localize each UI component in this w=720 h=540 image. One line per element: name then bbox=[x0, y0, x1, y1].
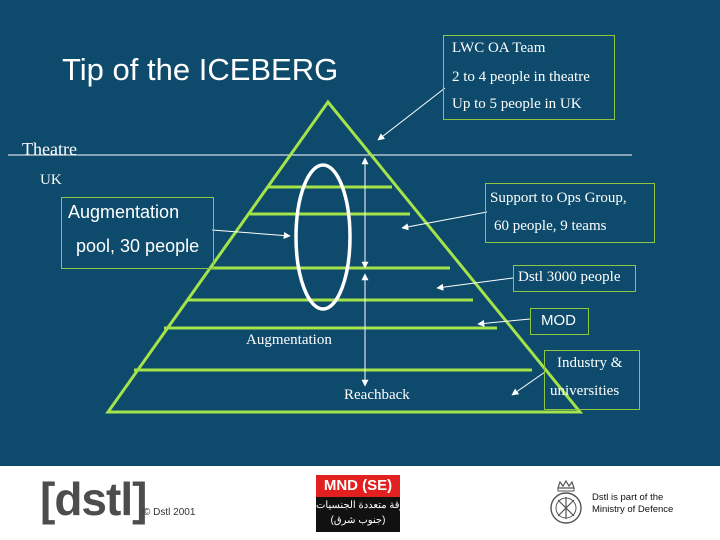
iceberg-diagram bbox=[8, 87, 632, 414]
theatre-label: Theatre bbox=[22, 139, 77, 159]
augmentation-pool-line2: pool, 30 people bbox=[76, 236, 200, 256]
industry-line1: Industry & bbox=[557, 355, 623, 371]
industry-box: Industry & universities bbox=[544, 350, 640, 410]
lwc-team-line2: 2 to 4 people in theatre bbox=[452, 69, 590, 85]
dstl-logo: [dstl] bbox=[40, 473, 147, 525]
mnd-badge-title-bar: MND (SE) bbox=[316, 475, 400, 497]
augmentation-pool-box: Augmentation pool, 30 people bbox=[61, 197, 214, 269]
support-pointer-arrow bbox=[401, 211, 488, 231]
support-ops-box: Support to Ops Group, 60 people, 9 teams bbox=[485, 183, 655, 243]
mod-label: MOD bbox=[541, 312, 576, 329]
augmentation-ellipse bbox=[294, 163, 352, 311]
industry-pointer-arrow bbox=[511, 371, 546, 396]
mnd-badge-arabic-line2: (جنوب شرق) bbox=[330, 515, 386, 526]
reachback-label: Reachback bbox=[344, 387, 410, 403]
lwc-team-line1: LWC OA Team bbox=[452, 40, 546, 56]
dstl-pointer-arrow bbox=[436, 277, 514, 291]
mnd-badge-body: فرقة متعددة الجنسيات (جنوب شرق) bbox=[316, 497, 410, 532]
mnd-badge-title: MND (SE) bbox=[323, 477, 393, 494]
dstl-staff-label: Dstl 3000 people bbox=[518, 269, 621, 285]
pyramid-outline bbox=[105, 99, 584, 414]
mod-note-line2: Ministry of Defence bbox=[592, 504, 674, 515]
support-ops-line2: 60 people, 9 teams bbox=[494, 218, 607, 234]
mod-pointer-arrow bbox=[477, 318, 531, 327]
dstl-staff-box: Dstl 3000 people bbox=[513, 265, 636, 292]
mnd-badge-arabic-line1: فرقة متعددة الجنسيات bbox=[316, 500, 410, 511]
uk-label: UK bbox=[40, 172, 62, 188]
copyright-text: © Dstl 2001 bbox=[143, 507, 196, 518]
lwc-team-line3: Up to 5 people in UK bbox=[452, 96, 582, 112]
footer: [dstl] © Dstl 2001 MND (SE) فرقة متعددة … bbox=[0, 466, 720, 540]
augmentation-level-label: Augmentation bbox=[246, 332, 332, 348]
mod-crest-icon bbox=[550, 480, 582, 524]
augmentation-pool-line1: Augmentation bbox=[68, 202, 180, 222]
lwc-pointer-arrow bbox=[377, 87, 446, 141]
mod-box: MOD bbox=[530, 308, 589, 335]
main-panel: Tip of the ICEBERG LWC OA Team 2 to 4 pe… bbox=[0, 0, 720, 466]
lwc-team-box: LWC OA Team 2 to 4 people in theatre Up … bbox=[443, 35, 615, 120]
support-ops-line1: Support to Ops Group, bbox=[490, 190, 627, 206]
augmentation-pointer-arrow bbox=[211, 229, 291, 240]
industry-line2: universities bbox=[550, 383, 620, 399]
mod-note-line1: Dstl is part of the bbox=[592, 492, 664, 503]
page-title: Tip of the ICEBERG bbox=[62, 52, 339, 87]
